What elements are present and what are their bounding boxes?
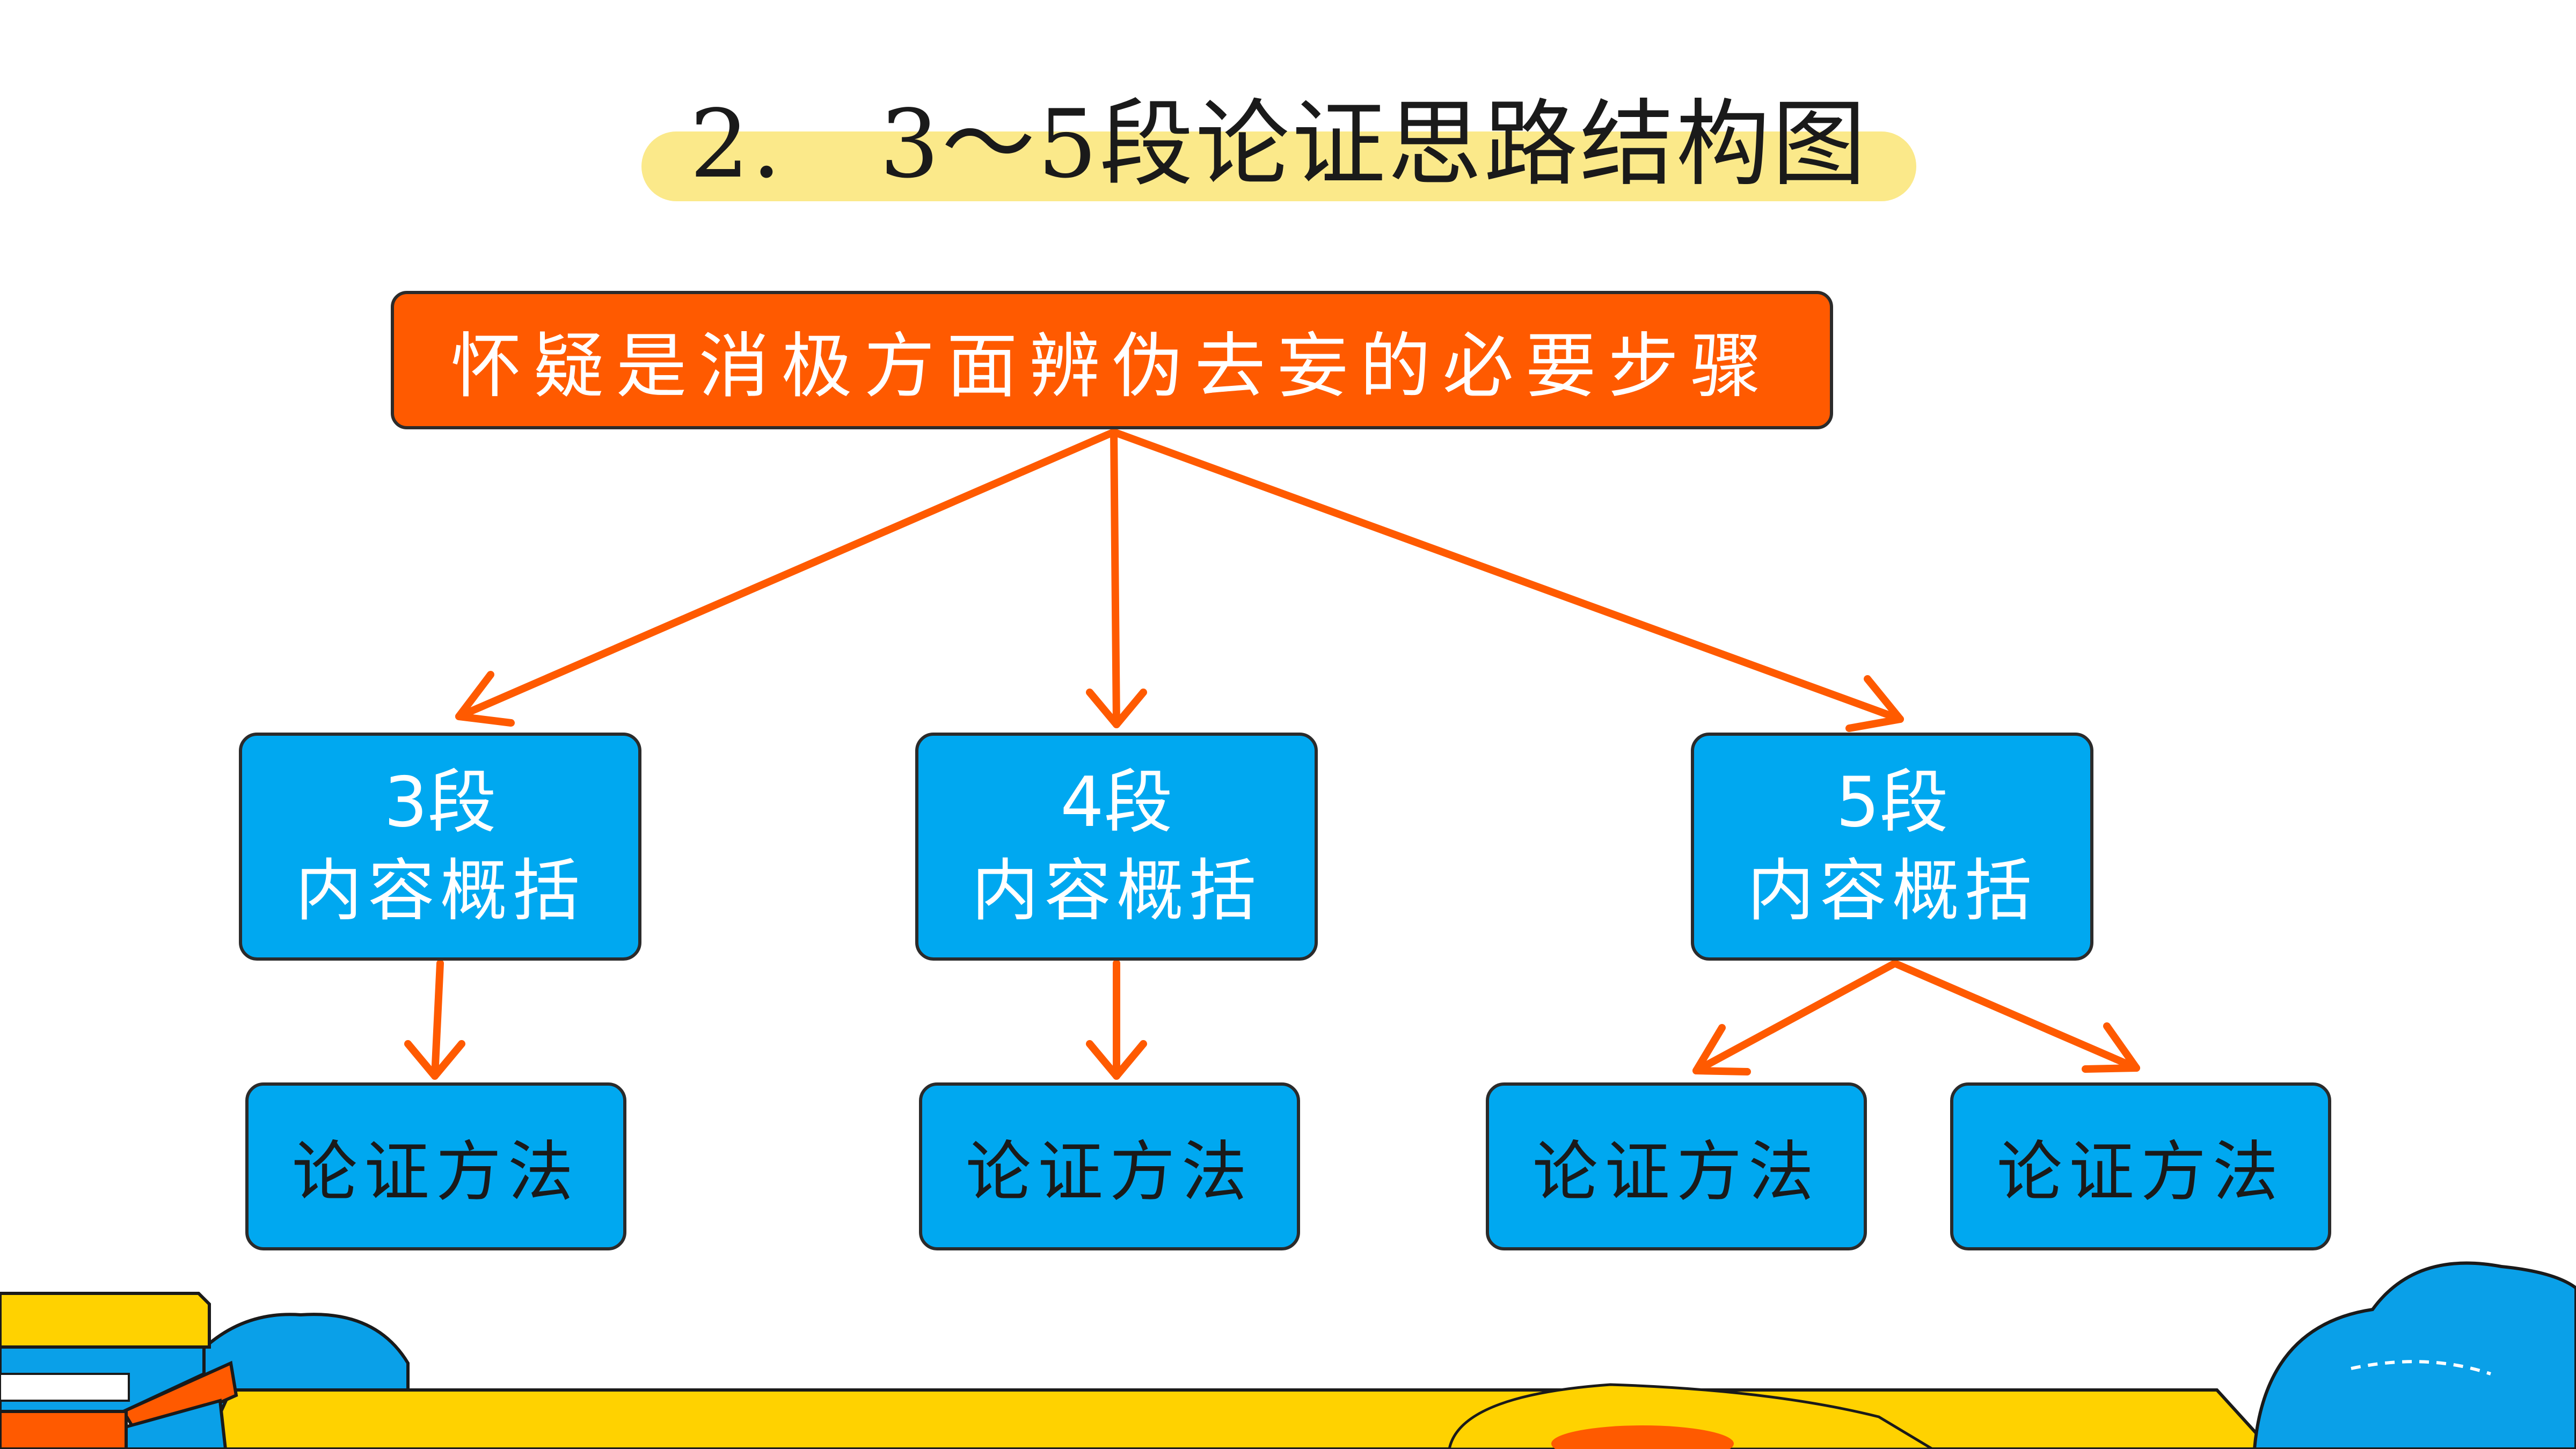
root-node: 怀疑是消极方面辨伪去妄的必要步骤 xyxy=(391,291,1833,429)
arrow-root-to-5 xyxy=(1110,428,1904,732)
section-summary-label: 内容概括 xyxy=(295,852,585,930)
section-node-4: 4段 内容概括 xyxy=(915,733,1318,961)
section-segment-label: 5段 xyxy=(1836,762,1949,843)
arrow-5-to-leaf-left xyxy=(1692,960,1899,1075)
page-title: 2. 3～5段论证思路结构图 xyxy=(689,90,1869,199)
bottom-decoration xyxy=(0,1261,2576,1449)
section-summary-label: 内容概括 xyxy=(1747,852,2037,930)
arrow-root-to-4 xyxy=(1086,428,1147,728)
section-segment-label: 4段 xyxy=(1060,762,1173,843)
leaf-node-3: 论证方法 xyxy=(245,1082,626,1250)
arrow-3-to-leaf xyxy=(404,960,465,1080)
leaf-node-label: 论证方法 xyxy=(1997,1134,2285,1210)
section-node-3: 3段 内容概括 xyxy=(239,733,641,961)
leaf-node-4: 论证方法 xyxy=(919,1082,1300,1250)
leaf-node-5b: 论证方法 xyxy=(1950,1082,2331,1250)
section-node-5: 5段 内容概括 xyxy=(1691,733,2093,961)
title-highlight xyxy=(641,131,1916,201)
leaf-node-label: 论证方法 xyxy=(966,1134,1253,1210)
leaf-node-label: 论证方法 xyxy=(292,1134,580,1210)
connector-arrows xyxy=(404,428,2140,1080)
section-segment-label: 3段 xyxy=(384,762,497,843)
root-node-label: 怀疑是消极方面辨伪去妄的必要步骤 xyxy=(450,325,1774,408)
arrow-5-to-leaf-right xyxy=(1891,960,2140,1073)
section-summary-label: 内容概括 xyxy=(972,852,1261,930)
leaf-node-label: 论证方法 xyxy=(1533,1134,1820,1210)
arrow-4-to-leaf xyxy=(1086,960,1147,1080)
leaf-node-5a: 论证方法 xyxy=(1486,1082,1867,1250)
arrow-root-to-3 xyxy=(455,428,1118,727)
